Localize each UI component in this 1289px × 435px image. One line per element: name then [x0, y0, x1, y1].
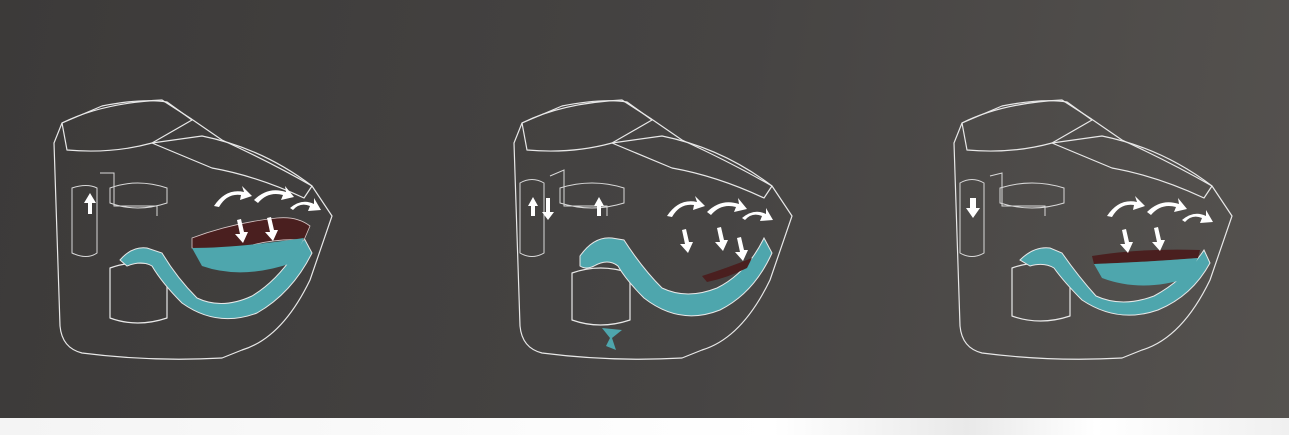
toilet-cutaway-3 — [942, 88, 1242, 363]
valve-basin — [1000, 183, 1064, 208]
cistern-cylinder — [960, 180, 984, 257]
flush-pipe — [990, 173, 1045, 216]
up-arrow-icon — [84, 193, 96, 214]
drain-outflow — [602, 328, 622, 350]
airflow-arrows — [1107, 196, 1213, 253]
toilet-diagram-stage-2 — [502, 88, 802, 363]
cistern-cylinder — [520, 180, 544, 257]
down-arrow-icon — [966, 198, 980, 218]
pump-chamber — [572, 268, 630, 325]
toilet-cutaway-2 — [502, 88, 802, 363]
toilet-diagram-stage-1 — [42, 88, 342, 363]
toilet-cutaway-1 — [42, 88, 342, 363]
valve-basin — [110, 183, 167, 208]
toilet-lid-outline — [62, 101, 192, 151]
toilet-lid-outline — [962, 101, 1092, 151]
toilet-body-outline — [954, 100, 1232, 359]
bottom-edge-strip — [0, 418, 1289, 435]
cistern-cylinder — [72, 186, 97, 257]
flush-pipe — [100, 173, 157, 216]
toilet-diagram-stage-3 — [942, 88, 1242, 363]
toilet-body-outline — [514, 100, 792, 359]
up-down-arrow-icon — [528, 197, 604, 220]
toilet-lid-outline — [522, 101, 652, 151]
valve-basin — [560, 183, 624, 208]
